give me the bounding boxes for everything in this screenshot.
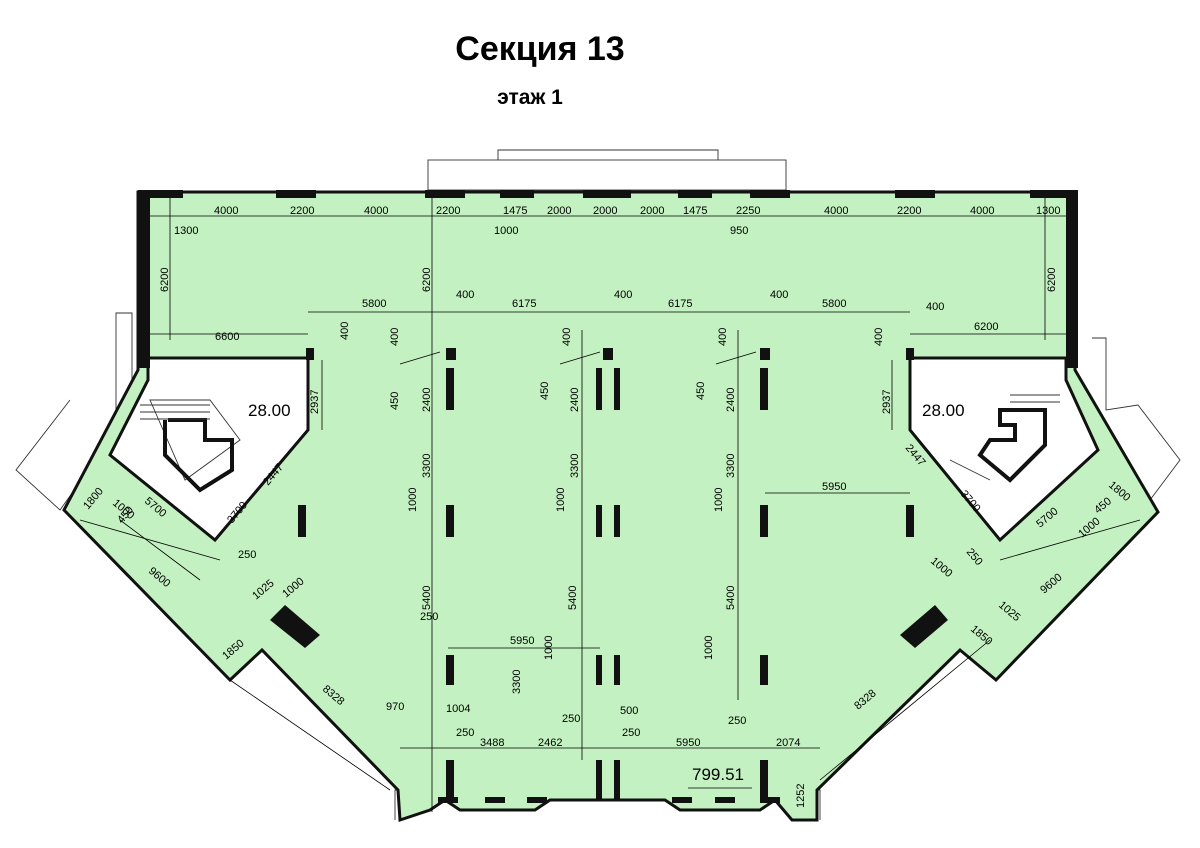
floor-area (62, 190, 1160, 823)
dim-5800-right: 5800 (822, 298, 846, 310)
dim-3300-a: 3300 (421, 454, 433, 478)
dim-400-a: 400 (456, 289, 474, 301)
dim-5400-a: 5400 (421, 586, 433, 610)
dim-5950-mid: 5950 (510, 635, 534, 647)
dim-450-a: 450 (389, 392, 401, 410)
dim-top-6: 2000 (547, 205, 571, 217)
dim-1000-v3: 1000 (713, 488, 725, 512)
dim-1000-mid-a: 1000 (543, 636, 555, 660)
dim-top-7: 2000 (593, 205, 617, 217)
dim-450-b: 450 (539, 382, 551, 400)
dim-400-v4: 400 (717, 328, 729, 346)
dim-400-b: 400 (614, 289, 632, 301)
dim-400-v3: 400 (561, 328, 573, 346)
dim-400-d: 400 (926, 301, 944, 313)
dim-5800-left: 5800 (362, 298, 386, 310)
dim-1300: 1300 (174, 225, 198, 237)
dim-250-bot-d: 250 (728, 715, 746, 727)
dim-2400-c: 2400 (725, 388, 737, 412)
dim-250-left: 250 (238, 549, 256, 561)
dim-top-11: 4000 (824, 205, 848, 217)
dim-6600: 6600 (215, 331, 239, 343)
dim-6175-a: 6175 (512, 298, 536, 310)
dim-400-v5: 400 (873, 328, 885, 346)
dim-3300-mid: 3300 (511, 670, 523, 694)
dim-top-9: 1475 (683, 205, 707, 217)
dim-950: 950 (730, 225, 748, 237)
dim-2462: 2462 (538, 737, 562, 749)
dim-500: 500 (620, 705, 638, 717)
dim-6200-right: 6200 (1046, 268, 1058, 292)
top-wall-segments (138, 190, 1078, 368)
dim-top-12: 2200 (897, 205, 921, 217)
dim-top-5: 1475 (503, 205, 527, 217)
dim-6200-r: 6200 (974, 321, 998, 333)
area-labels: 28.00 28.00 799.51 (248, 401, 965, 789)
dim-250-mid: 250 (420, 611, 438, 623)
dim-6175-b: 6175 (668, 298, 692, 310)
dim-1000: 1000 (494, 225, 518, 237)
dim-6200-left: 6200 (159, 268, 171, 292)
dim-5400-b: 5400 (567, 586, 579, 610)
right-stair-area: 28.00 (922, 401, 965, 420)
dim-2937-right: 2937 (881, 390, 893, 414)
dim-450-c: 450 (695, 382, 707, 400)
floor-subtitle: этаж 1 (497, 86, 563, 109)
dim-250-bot-b: 250 (562, 713, 580, 725)
columns (270, 348, 948, 800)
right-stair-flights (949, 394, 1060, 483)
dim-2074: 2074 (776, 737, 800, 749)
dim-6200-center: 6200 (421, 268, 433, 292)
dim-250-bot-a: 250 (456, 727, 474, 739)
left-stair-area: 28.00 (248, 401, 291, 420)
dim-5400-c: 5400 (725, 586, 737, 610)
dim-top-13: 4000 (970, 205, 994, 217)
bottom-walls (438, 797, 780, 803)
dim-1000-v1: 1000 (407, 488, 419, 512)
left-stair-flights (140, 399, 241, 493)
plan-title: Секция 13 (455, 30, 625, 68)
dim-top-2: 2200 (290, 205, 314, 217)
dim-top-10: 2250 (736, 205, 760, 217)
dim-top-1: 4000 (214, 205, 238, 217)
dim-top-8: 2000 (640, 205, 664, 217)
dim-1000-v2: 1000 (555, 488, 567, 512)
dim-3488: 3488 (480, 737, 504, 749)
dim-970: 970 (386, 701, 404, 713)
dim-400-c: 400 (770, 289, 788, 301)
dim-5950-right-mid: 5950 (822, 481, 846, 493)
dim-3300-b: 3300 (569, 454, 581, 478)
dim-400-v2: 400 (389, 328, 401, 346)
dim-3300-c: 3300 (725, 454, 737, 478)
main-hall-area: 799.51 (692, 765, 744, 784)
dim-top-4: 2200 (436, 205, 460, 217)
dim-1252: 1252 (795, 784, 807, 808)
dim-top-14: 1300 (1036, 205, 1060, 217)
dim-1004: 1004 (446, 703, 470, 715)
dim-250-bot-c: 250 (622, 727, 640, 739)
dim-1000-mid-b: 1000 (703, 636, 715, 660)
dimension-labels: 4000 2200 4000 2200 1475 2000 2000 2000 … (81, 205, 1132, 808)
dim-2400-a: 2400 (421, 388, 433, 412)
dim-400-v1: 400 (339, 322, 351, 340)
dim-2400-b: 2400 (569, 388, 581, 412)
dim-2937-left: 2937 (309, 390, 321, 414)
dimension-lines (79, 198, 1141, 812)
dim-5950-bot: 5950 (676, 737, 700, 749)
dim-top-3: 4000 (364, 205, 388, 217)
